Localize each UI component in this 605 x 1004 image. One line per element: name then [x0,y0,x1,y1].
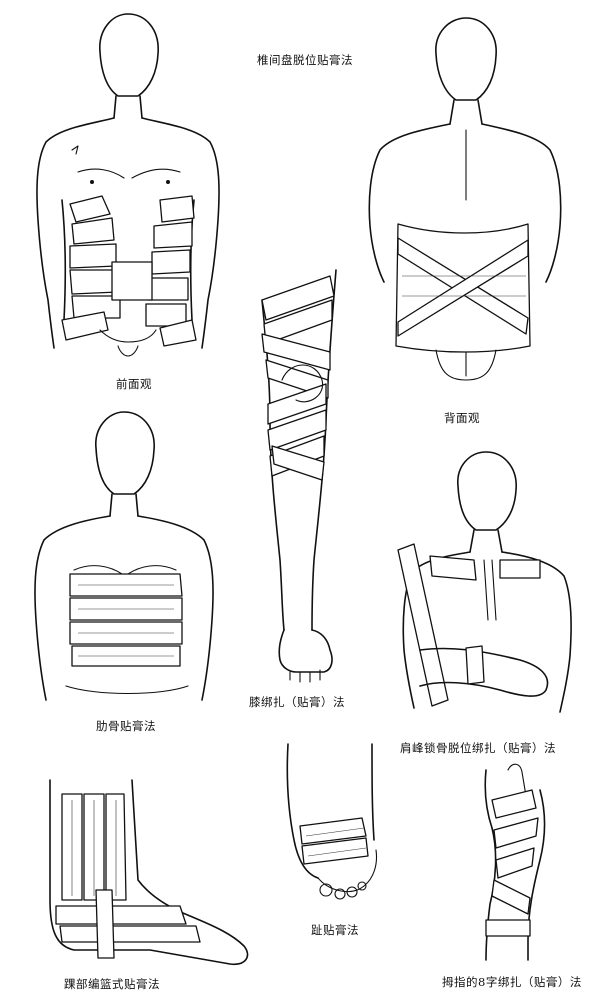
back-view-caption: 背面观 [444,411,480,425]
toe-figure [286,743,378,900]
toe-caption: 趾贴膏法 [311,923,359,937]
front-view-caption: 前面观 [116,377,152,391]
thumb-figure [484,763,546,961]
ankle-caption: 踝部编篮式贴膏法 [64,977,160,991]
knee-leg-figure [261,269,337,683]
ankle-figure [49,779,249,966]
rib-figure [34,411,214,701]
rib-caption: 肋骨贴膏法 [96,719,156,733]
title-caption: 椎间盘脱位贴膏法 [257,53,353,67]
shoulder-caption: 肩峰锁骨脱位绑扎（贴膏）法 [400,741,556,755]
thumb-caption: 拇指的8字绑扎（贴膏）法 [442,975,582,989]
knee-caption: 膝绑扎（贴膏）法 [249,695,345,709]
front-torso-figure [36,13,220,357]
shoulder-figure [397,451,572,713]
back-torso-figure [368,17,562,381]
